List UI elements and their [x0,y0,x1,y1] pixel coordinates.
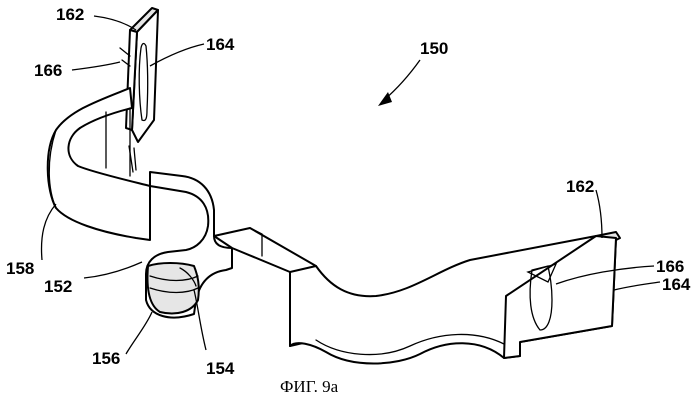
label-164-left: 164 [206,35,235,54]
label-162-right: 162 [566,177,594,196]
label-154: 154 [206,359,235,378]
label-162-left: 162 [56,5,84,24]
center-bend [146,172,232,318]
label-158: 158 [6,259,34,278]
label-156: 156 [92,349,120,368]
label-166-right: 166 [656,257,684,276]
label-166-left: 166 [34,61,62,80]
label-150: 150 [420,39,448,58]
label-152: 152 [44,277,72,296]
label-164-right: 164 [662,275,691,294]
figure-caption: ФИГ. 9а [280,377,339,396]
assembly-arrow [378,60,420,106]
